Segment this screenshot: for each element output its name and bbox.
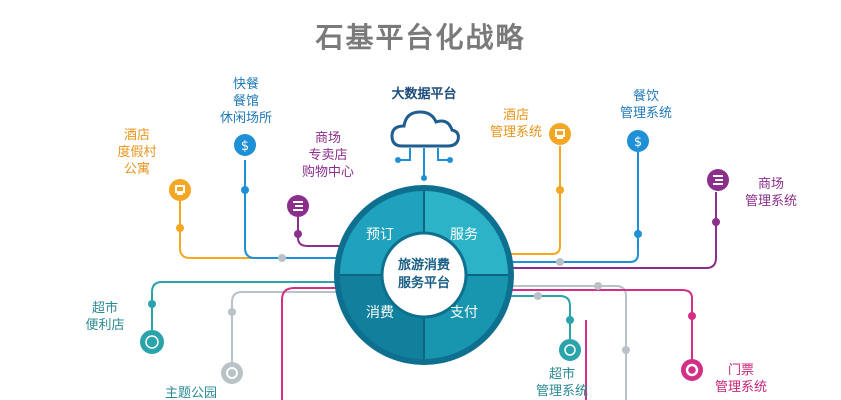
node-supermarket: 超市 便利店: [85, 301, 125, 333]
clock-icon-supermarket: [140, 330, 164, 354]
segment-consumption: 消费: [366, 305, 394, 321]
node-ticket-mgmt: 门票 管理系统: [714, 363, 767, 395]
wire-ticket-mgmt: [474, 289, 693, 360]
svg-text:$: $: [241, 139, 249, 154]
cloud-label: 大数据平台: [391, 87, 457, 102]
node-hotel-mgmt: 酒店 管理系统: [489, 108, 542, 140]
wire-mall: [297, 216, 372, 247]
segment-service: 服务: [450, 227, 478, 243]
wire-supermarket-mgmt: [470, 295, 571, 340]
tag-icon-mall-mgmt: [707, 169, 729, 191]
wire-supermarket: [151, 281, 372, 330]
central-hub: [334, 185, 514, 365]
hub-label-line1: 旅游消费: [397, 258, 450, 273]
wire-gray-right: [474, 285, 627, 400]
node-supermarket-mgmt: 超市 管理系统: [535, 367, 588, 399]
node-mall: 商场 专卖店 购物中心: [301, 131, 354, 180]
wire-theme-park: [231, 291, 368, 362]
wire-dining-mgmt: [472, 152, 639, 263]
gear-icon-theme-park: [221, 362, 243, 384]
clock-icon-supermarket-mgmt: [559, 339, 581, 361]
lightbulb-icon-hotel: [169, 179, 191, 201]
cloud-icon: [390, 110, 460, 181]
node-mall-mgmt: 商场 管理系统: [744, 177, 797, 209]
node-theme-park: 主题公园: [164, 386, 217, 400]
segment-booking: 预订: [366, 227, 394, 243]
dollar-icon-fastfood: $: [234, 134, 256, 156]
hub-label: 旅游消费服务平台: [388, 257, 460, 293]
wire-cloud: [398, 148, 450, 176]
node-hotel-resort: 酒店 度假村 公寓: [117, 128, 157, 177]
hub-label-line2: 服务平台: [397, 276, 450, 291]
junction-dots: [148, 186, 720, 354]
page-title: 石基平台化战略: [315, 21, 526, 54]
svg-text:$: $: [634, 135, 642, 150]
ring-icon-ticket-mgmt: [681, 359, 703, 381]
wire-hotel-mgmt: [470, 146, 561, 255]
wire-hotel-resort: [179, 196, 380, 259]
wire-mall-mgmt: [472, 192, 717, 269]
node-dining-mgmt: 餐饮 管理系统: [619, 89, 672, 121]
dollar-icon-dining-mgmt: $: [627, 130, 649, 152]
tag-icon-mall: [287, 195, 309, 217]
wire-pink-left: [281, 287, 372, 400]
wire-fastfood: [244, 160, 380, 259]
segment-payment: 支付: [450, 305, 478, 321]
lightbulb-icon-hotel-mgmt: [549, 123, 571, 145]
node-fastfood: 快餐 餐馆 休闲场所: [219, 77, 272, 126]
